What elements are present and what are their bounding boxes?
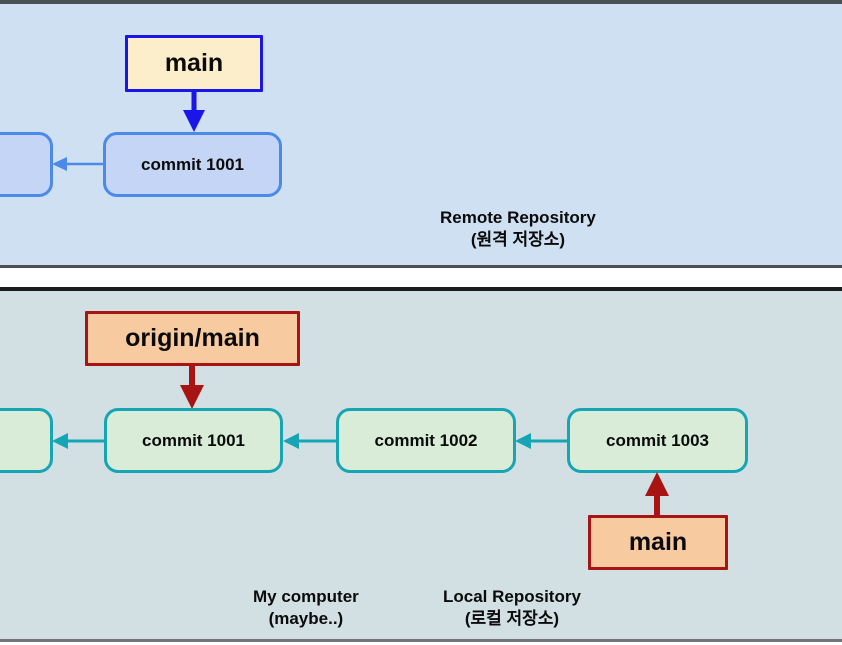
remote-repository-caption: Remote Repository (원격 저장소) bbox=[440, 207, 596, 252]
local-branch-label-main[interactable]: main bbox=[588, 515, 728, 570]
local-branch-label-origin-main-text: origin/main bbox=[125, 324, 260, 352]
remote-commit-node-1001[interactable]: commit 1001 bbox=[103, 132, 282, 197]
local-repository-caption-line1: Local Repository bbox=[443, 587, 581, 606]
local-branch-label-main-text: main bbox=[628, 528, 688, 556]
local-commit-node-1003[interactable]: commit 1003 bbox=[567, 408, 748, 473]
local-commit-link-arrow-2 bbox=[513, 429, 571, 453]
local-branch-label-origin-main[interactable]: origin/main bbox=[85, 311, 300, 366]
local-repository-caption-line2: (로컬 저장소) bbox=[464, 609, 560, 629]
local-origin-pointer-arrow bbox=[176, 365, 212, 411]
remote-repository-panel: main commit 1001 Remote Repository bbox=[0, 0, 842, 268]
remote-commit-node-partial[interactable] bbox=[0, 132, 53, 197]
local-main-pointer-arrow bbox=[641, 470, 677, 518]
my-computer-caption-line2: (maybe..) bbox=[268, 609, 344, 629]
remote-branch-label-main[interactable]: main bbox=[125, 35, 263, 92]
local-commit-node-partial[interactable] bbox=[0, 408, 53, 473]
local-repository-panel: origin/main commit 1001 bbox=[0, 287, 842, 642]
local-commit-node-1001[interactable]: commit 1001 bbox=[104, 408, 283, 473]
local-commit-node-1002-text: commit 1002 bbox=[374, 430, 478, 450]
local-commit-node-1002[interactable]: commit 1002 bbox=[336, 408, 516, 473]
local-commit-link-arrow-1 bbox=[281, 429, 339, 453]
remote-repository-caption-line1: Remote Repository bbox=[440, 208, 596, 227]
local-commit-node-1001-text: commit 1001 bbox=[142, 430, 245, 450]
my-computer-caption-line1: My computer bbox=[253, 587, 359, 606]
remote-commit-node-1001-text: commit 1001 bbox=[141, 154, 244, 174]
my-computer-caption: My computer (maybe..) bbox=[253, 586, 359, 631]
local-commit-link-arrow-0 bbox=[50, 429, 108, 453]
local-repository-caption: Local Repository (로컬 저장소) bbox=[443, 586, 581, 631]
remote-branch-label-main-text: main bbox=[164, 49, 224, 77]
remote-repository-caption-line2: (원격 저장소) bbox=[470, 230, 566, 250]
remote-commit-link-arrow bbox=[50, 152, 106, 176]
remote-branch-pointer-arrow bbox=[178, 90, 214, 134]
local-commit-node-1003-text: commit 1003 bbox=[606, 430, 709, 450]
